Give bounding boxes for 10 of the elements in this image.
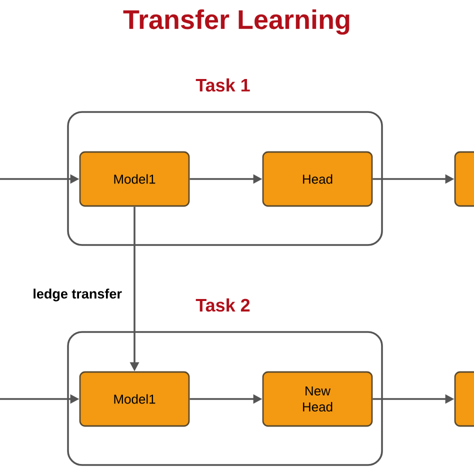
edge-label: ledge transfer: [34, 288, 122, 302]
process-box: Model1: [79, 371, 190, 427]
process-box: Model1: [79, 151, 190, 207]
task-heading: Task 2: [196, 298, 250, 312]
task-heading: Task 1: [196, 78, 250, 92]
process-box: New Head: [262, 371, 373, 427]
process-box: Head: [262, 151, 373, 207]
process-box: [454, 151, 474, 207]
process-box: [454, 371, 474, 427]
title: Transfer Learning: [123, 9, 350, 35]
